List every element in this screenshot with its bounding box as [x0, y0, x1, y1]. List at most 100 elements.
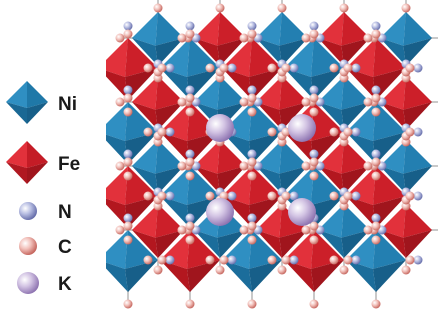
nitrogen-atom [289, 191, 299, 201]
carbon-atom [363, 161, 373, 171]
carbon-atom [343, 255, 353, 265]
ni-octahedron [380, 12, 432, 66]
carbon-atom [371, 107, 381, 117]
nitrogen-atom [309, 21, 319, 31]
carbon-atom [329, 255, 339, 265]
fe-octahedron [318, 12, 370, 66]
potassium-ion [206, 198, 234, 226]
crystal-structure-diagram [106, 0, 438, 309]
nitrogen-atom [123, 213, 133, 223]
carbon-atom [157, 255, 167, 265]
nitrogen-atom [371, 213, 381, 223]
fe-octahedron [132, 204, 184, 258]
carbon-atom [405, 255, 415, 265]
ni-octahedron [256, 140, 308, 194]
nitrogen-atom [185, 213, 195, 223]
carbon-atom [343, 127, 353, 137]
carbon-atom [371, 221, 381, 231]
carbon-atom [281, 255, 291, 265]
nitrogen-atom [351, 255, 361, 265]
carbon-atom [157, 191, 167, 201]
carbon-atom [247, 221, 257, 231]
carbon-atom [309, 93, 319, 103]
carbon-atom [143, 191, 153, 201]
nitrogen-atom [309, 149, 319, 159]
carbon-atom [371, 93, 381, 103]
potassium-ion [206, 114, 234, 142]
carbon-atom [185, 29, 195, 39]
nitrogen-atom [227, 255, 237, 265]
carbon-atom [239, 33, 249, 43]
carbon-atom [247, 93, 257, 103]
nitrogen-atom [351, 127, 361, 137]
carbon-atom [123, 157, 133, 167]
legend-label-c: C [58, 237, 72, 258]
ni-octahedron [318, 204, 370, 258]
legend-label-k: K [58, 274, 72, 295]
carbon-atom [185, 107, 195, 117]
nitrogen-atom [351, 63, 361, 73]
nitrogen-atom [165, 63, 175, 73]
nitrogen-atom [247, 85, 257, 95]
carbon-atom [363, 33, 373, 43]
fe-octahedron [256, 204, 308, 258]
carbon-atom [309, 171, 319, 181]
carbon-atom [185, 157, 195, 167]
carbon-atom [247, 29, 257, 39]
carbon-atom [301, 97, 311, 107]
carbon-atom [343, 63, 353, 73]
nitrogen-atom [289, 255, 299, 265]
potassium-layer [206, 114, 316, 226]
fe-octahedron [194, 140, 246, 194]
carbon-atom [363, 225, 373, 235]
ni-octahedron [346, 230, 406, 292]
octahedra-layer [106, 12, 432, 292]
carbon-atom [239, 225, 249, 235]
carbon-atom [153, 265, 163, 275]
carbon-atom [267, 191, 277, 201]
ni-octahedron [380, 140, 432, 194]
fe-octahedron-icon [6, 141, 48, 184]
carbon-atom [247, 107, 257, 117]
carbon-atom [301, 161, 311, 171]
ni-octahedron [256, 12, 308, 66]
carbon-atom [309, 107, 319, 117]
nitrogen-atom [123, 21, 133, 31]
fe-octahedron [318, 140, 370, 194]
carbon-atom [371, 171, 381, 181]
carbon-atom [277, 265, 287, 275]
carbon-atom [309, 29, 319, 39]
nitrogen-atom [123, 149, 133, 159]
k-atom-icon [17, 272, 39, 294]
carbon-atom [329, 191, 339, 201]
carbon-atom [339, 265, 349, 275]
carbon-atom [267, 255, 277, 265]
ni-octahedron [318, 76, 370, 130]
carbon-atom [281, 63, 291, 73]
nitrogen-atom [371, 21, 381, 31]
nitrogen-atom [227, 63, 237, 73]
ni-octahedron [222, 230, 282, 292]
carbon-atom [123, 93, 133, 103]
carbon-atom [123, 29, 133, 39]
carbon-atom [157, 63, 167, 73]
carbon-atom [157, 127, 167, 137]
carbon-atom [115, 225, 125, 235]
carbon-atom [143, 127, 153, 137]
potassium-ion [288, 198, 316, 226]
nitrogen-atom [371, 149, 381, 159]
carbon-atom [247, 171, 257, 181]
carbon-atom [215, 3, 225, 13]
carbon-atom [401, 265, 411, 275]
carbon-atom [123, 171, 133, 181]
carbon-atom [219, 255, 229, 265]
nitrogen-atom [185, 21, 195, 31]
legend: Ni Fe N C K [6, 81, 80, 295]
nitrogen-atom [413, 255, 423, 265]
carbon-atom [371, 157, 381, 167]
carbon-atom [267, 63, 277, 73]
nitrogen-atom [165, 127, 175, 137]
carbon-atom [277, 3, 287, 13]
carbon-atom [371, 299, 381, 309]
carbon-atom [215, 265, 225, 275]
